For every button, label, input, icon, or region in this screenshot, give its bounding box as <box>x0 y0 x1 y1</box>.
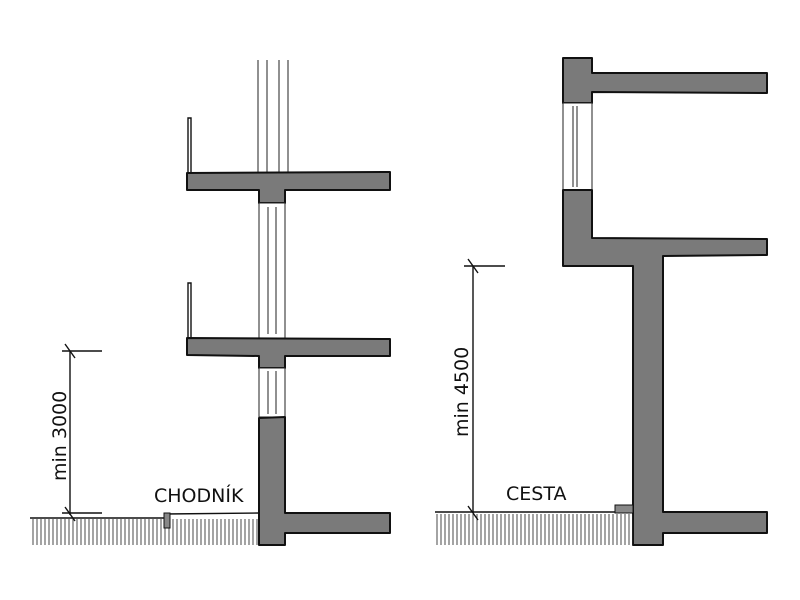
ground-label-cesta: CESTA <box>506 483 566 505</box>
balcony-slab-upper <box>186 171 391 204</box>
dimension-line-3000 <box>62 343 102 522</box>
window-lower <box>258 367 286 418</box>
right-section: min 4500 CESTA <box>435 57 768 546</box>
dimension-line-4500 <box>464 258 505 521</box>
ground-road <box>435 504 634 545</box>
window-upper <box>258 202 286 339</box>
railing-upper <box>187 117 192 172</box>
upper-slab <box>562 57 768 104</box>
ground-sidewalk <box>30 512 260 545</box>
railing-lower <box>187 282 192 338</box>
cantilever-slab <box>562 189 768 546</box>
ground-label-chodnik: CHODNÍK <box>154 484 244 507</box>
window-right <box>562 102 593 191</box>
left-section: min 3000 CHODNÍK <box>30 60 391 546</box>
dimension-label-left: min 3000 <box>49 391 71 481</box>
ground-floor-wall <box>258 416 391 546</box>
dimension-label-right: min 4500 <box>451 347 473 437</box>
upper-window-mullions <box>257 60 289 172</box>
balcony-slab-lower <box>186 337 391 369</box>
